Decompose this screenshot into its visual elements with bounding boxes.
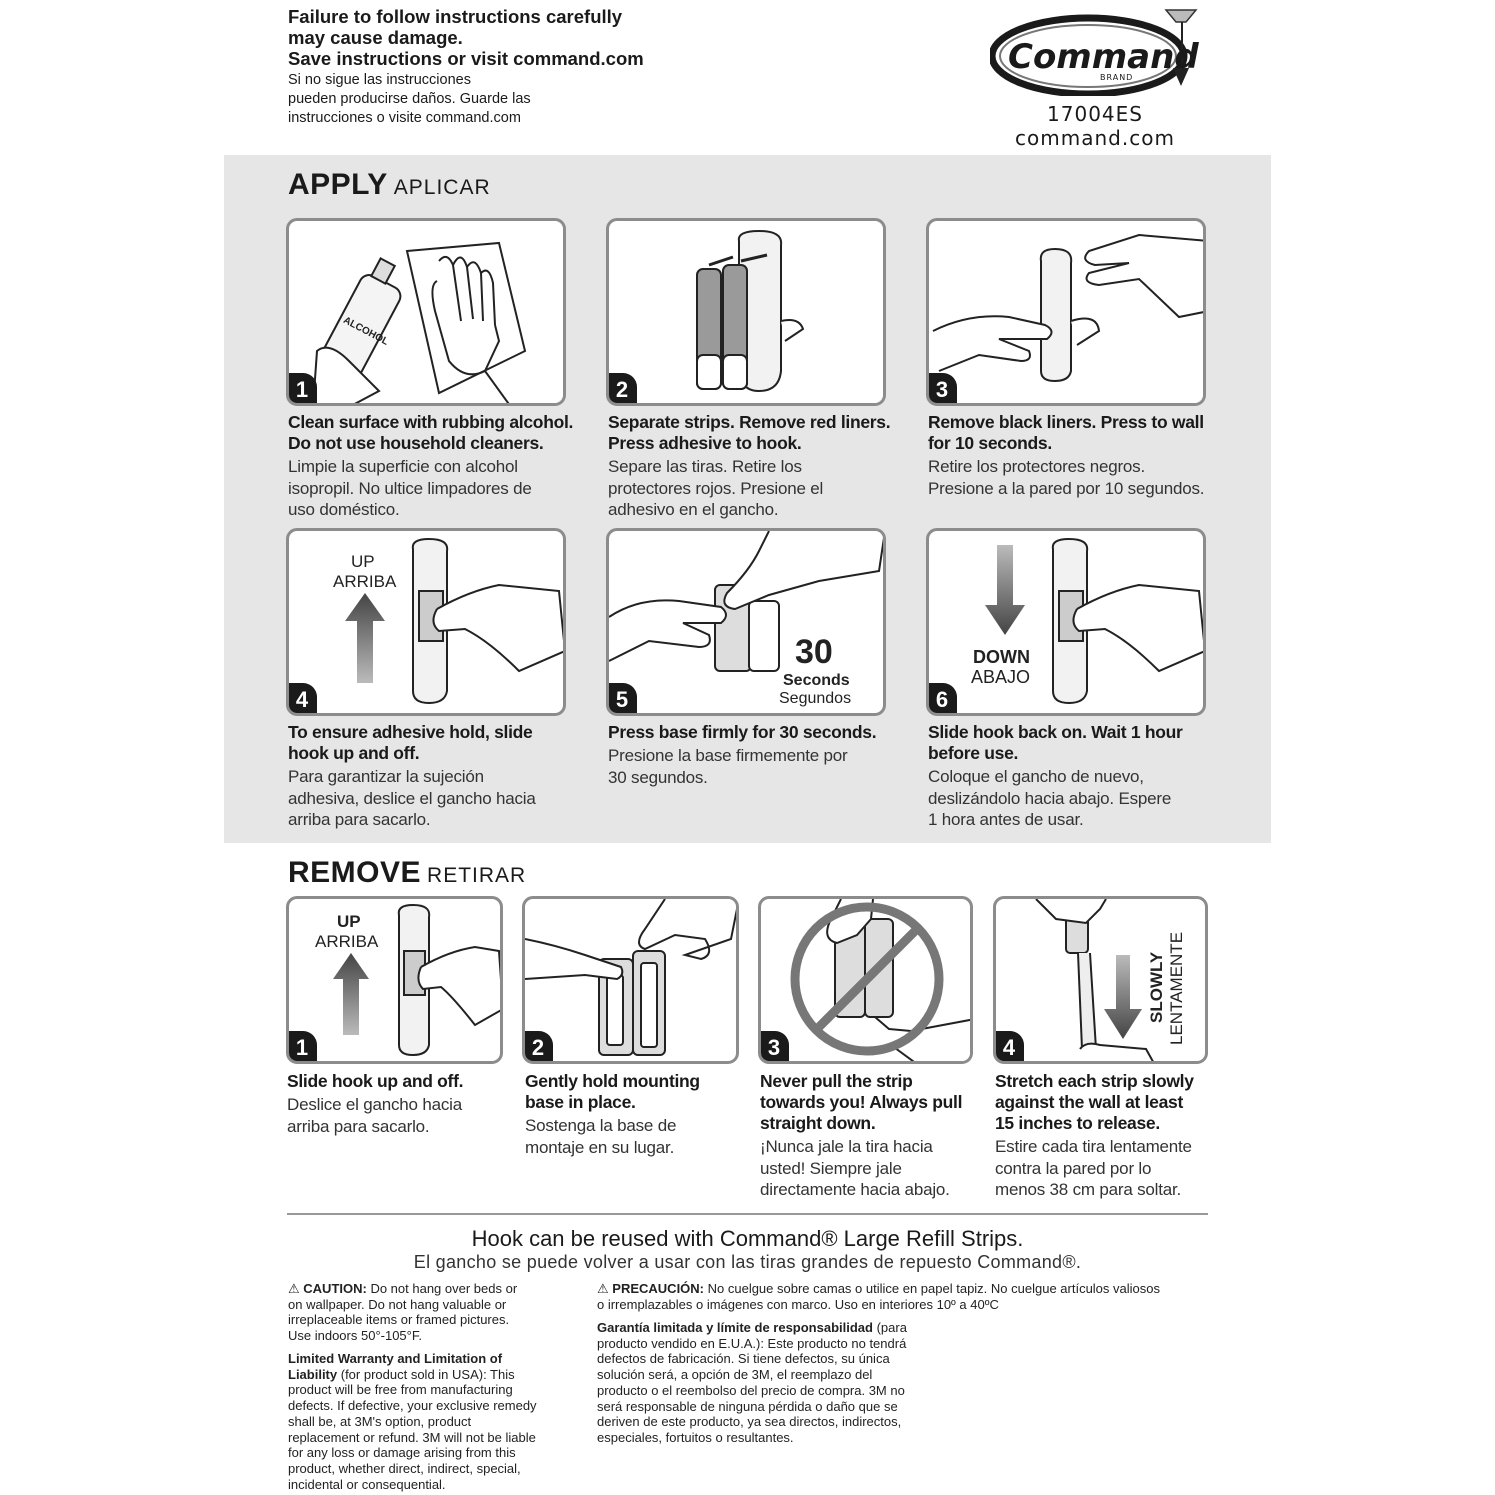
warning-triangle-icon: ⚠ (288, 1281, 300, 1296)
warning-spanish: Si no sigue las instrucciones pueden pro… (288, 72, 531, 126)
caution-english: ⚠ CAUTION: Do not hang over beds or on w… (288, 1281, 518, 1344)
brand-sub: BRAND (1100, 73, 1133, 82)
svg-text:UP: UP (337, 912, 361, 931)
svg-text:SLOWLY: SLOWLY (1147, 951, 1166, 1023)
warranty-english: Limited Warranty and Limitation of Liabi… (288, 1351, 537, 1492)
remove-step-2-illustration: 2 (522, 896, 739, 1064)
model-number: 17004ES (1047, 102, 1143, 126)
step-number-badge: 3 (929, 373, 957, 403)
svg-text:LENTAMENTE: LENTAMENTE (1167, 932, 1186, 1045)
adhesive-strips-icon (696, 229, 805, 393)
step-number-badge: 2 (609, 373, 637, 403)
prohibited-pull-icon (790, 899, 970, 1061)
warning-notice: Failure to follow instructions carefully… (288, 6, 708, 128)
apply-step-2-caption: Separate strips. Remove red liners.Press… (608, 412, 891, 519)
remove-step-1-caption: Slide hook up and off. Deslice el gancho… (287, 1071, 464, 1136)
press-base-timer-icon: 30 Seconds Segundos (609, 531, 883, 707)
warning-triangle-icon: ⚠ (597, 1281, 609, 1296)
brand-wordmark: Command (1008, 37, 1199, 77)
divider (287, 1213, 1208, 1215)
svg-text:ABAJO: ABAJO (971, 667, 1030, 687)
stretch-strip-icon: SLOWLY LENTAMENTE (1035, 899, 1186, 1061)
alcohol-bottle-icon: ALCOHOL (312, 241, 527, 403)
svg-text:30: 30 (795, 633, 833, 671)
step-number-badge: 1 (289, 373, 317, 403)
warning-english: Failure to follow instructions carefully… (288, 6, 644, 69)
step-number-badge: 4 (996, 1031, 1024, 1061)
apply-step-2-illustration: 2 (606, 218, 886, 406)
step-number-badge: 3 (761, 1031, 789, 1061)
step-number-badge: 2 (525, 1031, 553, 1061)
apply-step-6-illustration: DOWN ABAJO 6 (926, 528, 1206, 716)
step-number-badge: 6 (929, 683, 957, 713)
remove-step-3-illustration: 3 (758, 896, 973, 1064)
svg-text:Seconds: Seconds (783, 672, 850, 689)
slide-up-icon: UP ARRIBA (333, 537, 563, 705)
warranty-spanish: Garantía limitada y límite de responsabi… (597, 1320, 907, 1445)
remove-step-4-illustration: SLOWLY LENTAMENTE 4 (993, 896, 1208, 1064)
apply-step-1-illustration: ALCOHOL 1 (286, 218, 566, 406)
slide-up-icon: UP ARRIBA (315, 903, 500, 1057)
model-info: 17004ES command.com (990, 102, 1200, 150)
remove-step-1-illustration: UP ARRIBA 1 (286, 896, 503, 1064)
svg-text:DOWN: DOWN (973, 647, 1030, 667)
hold-base-icon (525, 899, 736, 1056)
reuse-note-spanish: El gancho se puede volver a usar con las… (413, 1252, 1082, 1272)
site-link[interactable]: command.com (1015, 126, 1175, 150)
reuse-note-english: Hook can be reused with Command® Large R… (471, 1226, 1024, 1251)
apply-step-1-caption: Clean surface with rubbing alcohol.Do no… (288, 412, 574, 519)
caution-spanish: ⚠ PRECAUCIÓN: No cuelgue sobre camas o u… (597, 1281, 1160, 1312)
step-number-badge: 4 (289, 683, 317, 713)
step-number-badge: 1 (289, 1031, 317, 1061)
svg-text:UP: UP (351, 552, 375, 571)
svg-text:ARRIBA: ARRIBA (333, 572, 397, 591)
command-logo: Command BRAND (988, 8, 1200, 98)
step-number-badge: 5 (609, 683, 637, 713)
svg-text:Segundos: Segundos (779, 690, 851, 707)
apply-step-4-illustration: UP ARRIBA 4 (286, 528, 566, 716)
press-hook-to-wall-icon (932, 233, 1203, 383)
apply-step-5-illustration: 30 Seconds Segundos 5 (606, 528, 886, 716)
apply-step-3-illustration: 3 (926, 218, 1206, 406)
apply-step-5-caption: Press base firmly for 30 seconds. Presio… (608, 722, 877, 787)
svg-text:ARRIBA: ARRIBA (315, 932, 379, 951)
slide-down-icon: DOWN ABAJO (971, 537, 1203, 705)
